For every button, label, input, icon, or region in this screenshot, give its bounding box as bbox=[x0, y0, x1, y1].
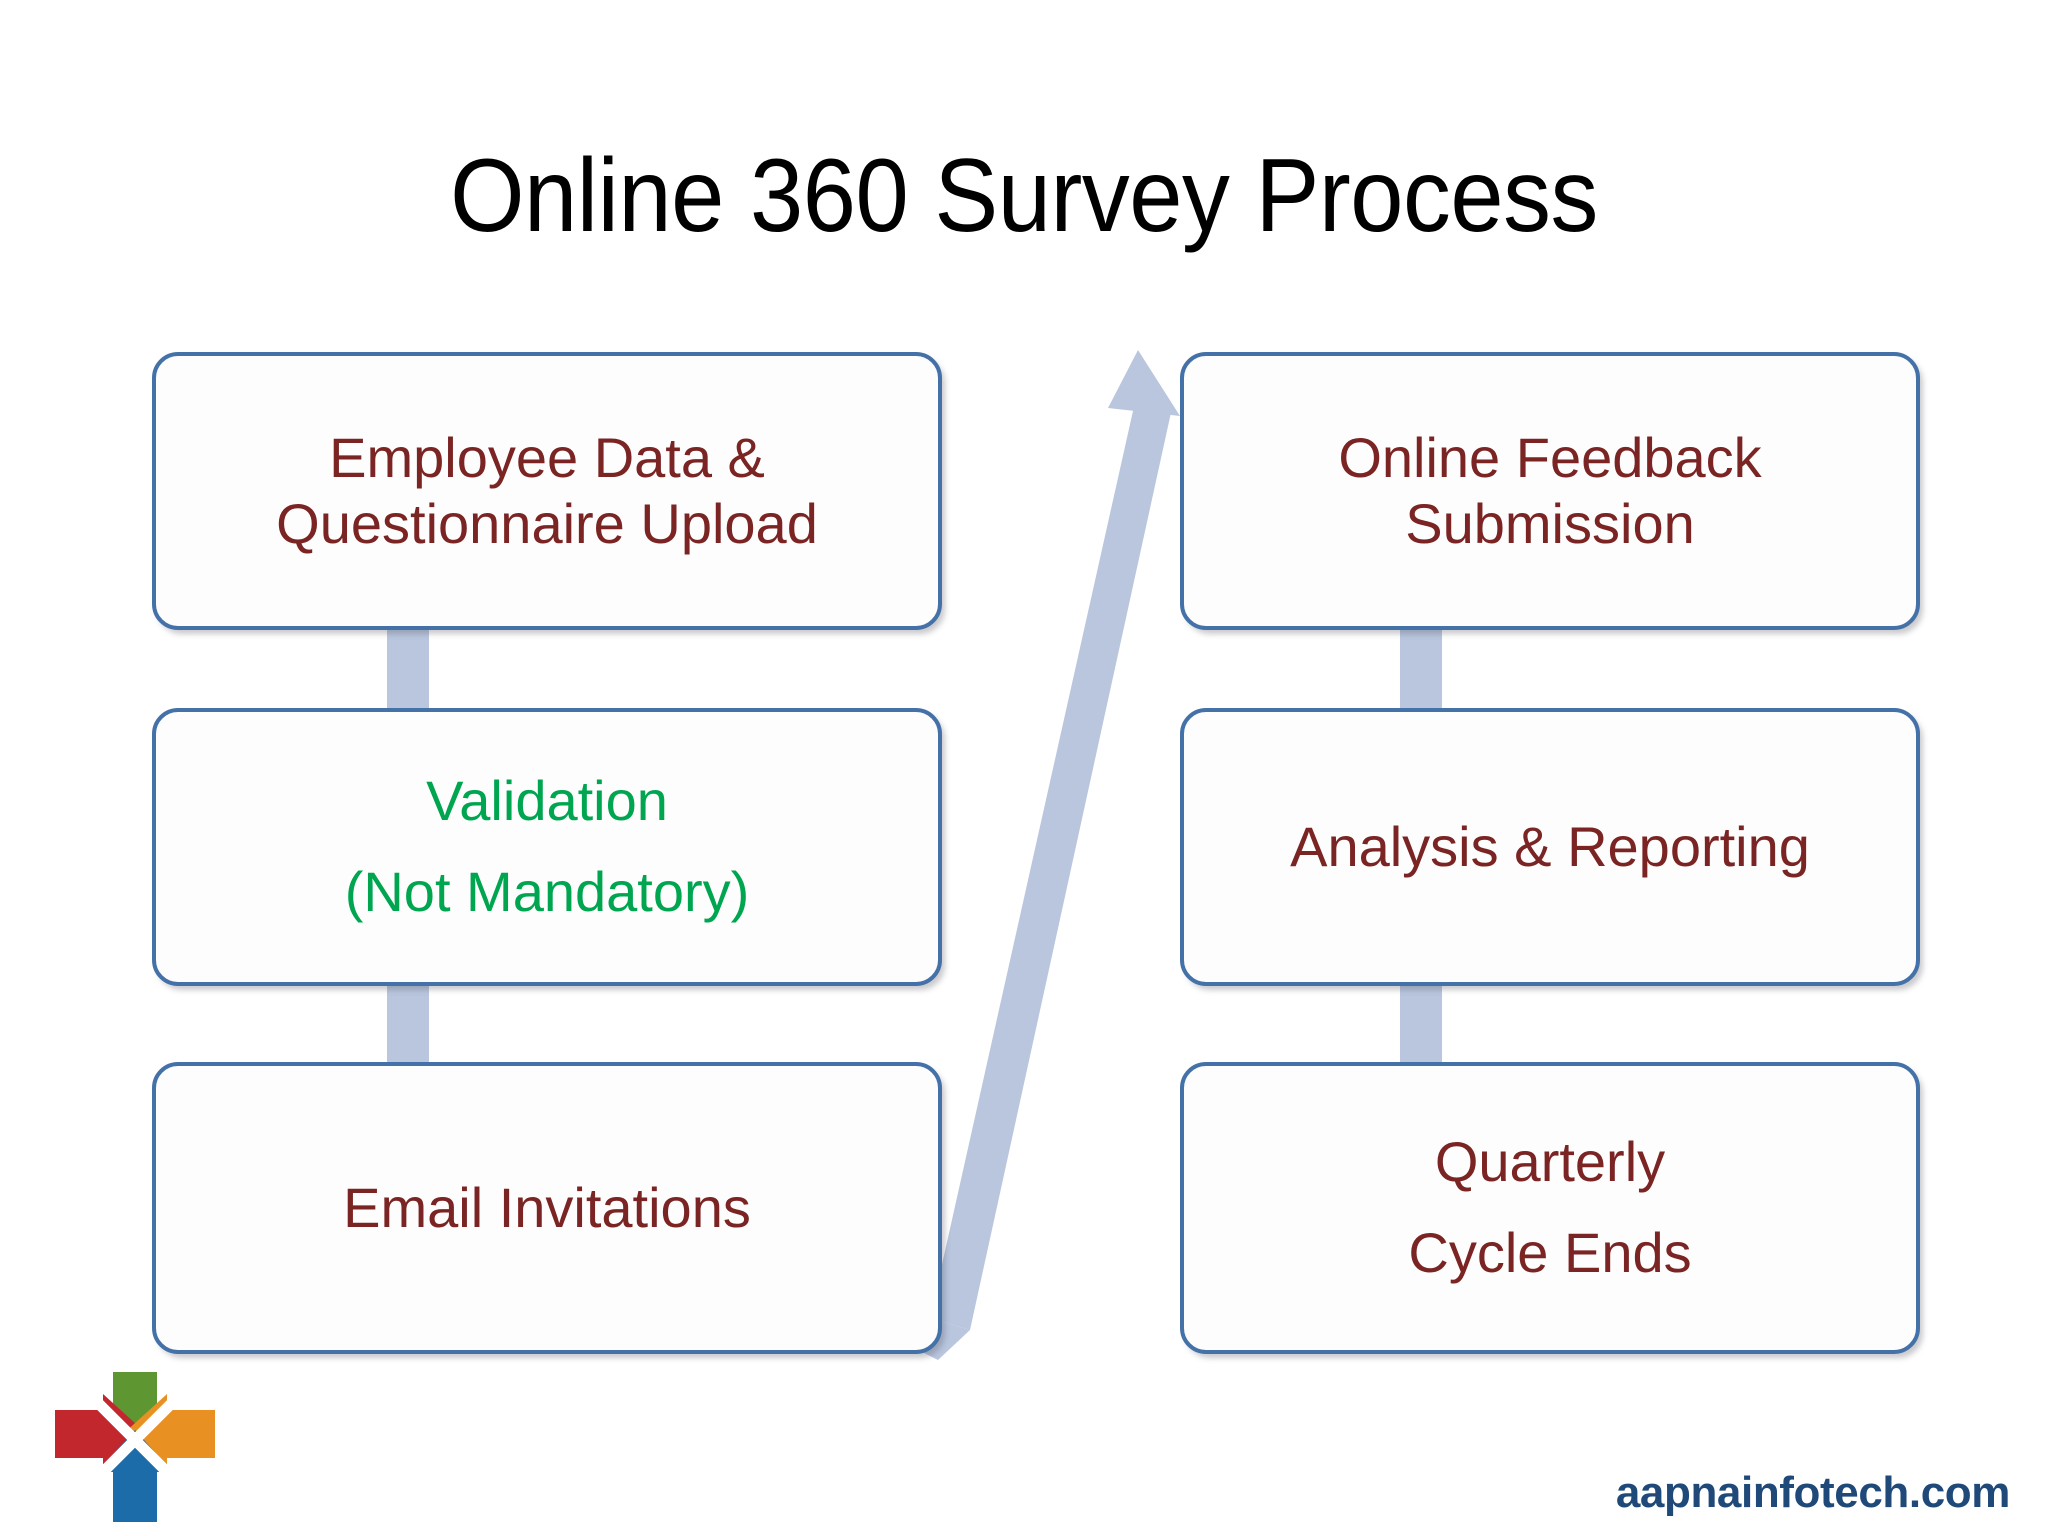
flow-node-label: Online Feedback Submission bbox=[1338, 426, 1762, 555]
flow-node-email-invitations[interactable]: Email Invitations bbox=[152, 1062, 942, 1354]
flow-node-label: Email Invitations bbox=[343, 1176, 751, 1240]
flow-node-analysis-reporting[interactable]: Analysis & Reporting bbox=[1180, 708, 1920, 986]
connector-left-1-to-2 bbox=[387, 622, 429, 716]
connector-left-2-to-3 bbox=[387, 978, 429, 1070]
footer-website: aapnainfotech.com bbox=[1615, 1468, 2011, 1517]
connector-right-1-to-2 bbox=[1400, 622, 1442, 716]
flow-node-validation[interactable]: Validation (Not Mandatory) bbox=[152, 708, 942, 986]
four-arrow-cross-logo bbox=[55, 1372, 215, 1522]
flow-node-label: Validation (Not Mandatory) bbox=[344, 769, 750, 923]
flow-node-label: Quarterly Cycle Ends bbox=[1408, 1130, 1692, 1284]
flow-node-quarterly-cycle-ends[interactable]: Quarterly Cycle Ends bbox=[1180, 1062, 1920, 1354]
flow-node-online-feedback-submission[interactable]: Online Feedback Submission bbox=[1180, 352, 1920, 630]
flow-node-label: Analysis & Reporting bbox=[1290, 815, 1810, 879]
flow-node-employee-data-upload[interactable]: Employee Data & Questionnaire Upload bbox=[152, 352, 942, 630]
flow-node-label: Employee Data & Questionnaire Upload bbox=[276, 426, 818, 555]
connector-right-2-to-3 bbox=[1400, 978, 1442, 1070]
page-title: Online 360 Survey Process bbox=[450, 138, 1598, 254]
